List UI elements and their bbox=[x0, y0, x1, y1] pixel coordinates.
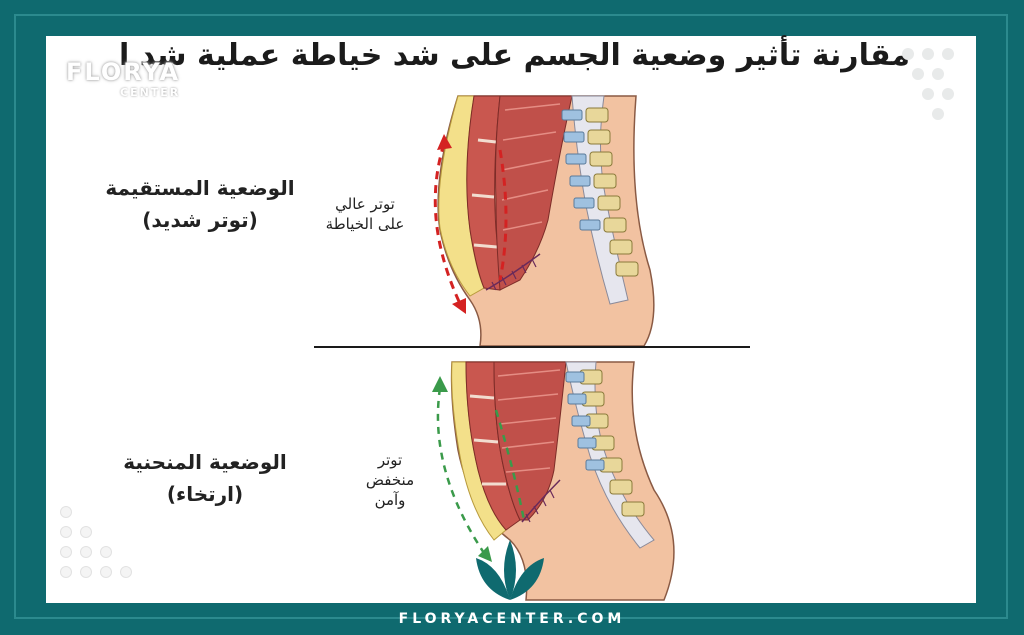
bent-tension-note: توتر منخفض وآمن bbox=[350, 450, 430, 510]
brand-logo: FLORYA bbox=[66, 58, 181, 86]
bent-note-line3: وآمن bbox=[374, 491, 406, 509]
upright-note-line1: توتر عالي bbox=[335, 195, 395, 213]
section-divider bbox=[314, 346, 750, 348]
frame-border bbox=[14, 14, 1008, 619]
upright-posture-label: الوضعية المستقيمة (توتر شديد) bbox=[80, 172, 320, 236]
upright-note-line2: على الخياطة bbox=[325, 215, 405, 233]
bent-note-line1: توتر bbox=[377, 451, 403, 469]
floral-emblem bbox=[476, 540, 544, 600]
bent-note-line2: منخفض bbox=[365, 471, 415, 489]
upright-posture-subtitle: (توتر شديد) bbox=[142, 208, 258, 232]
brand-logo-subtitle: CENTER bbox=[120, 86, 181, 99]
upright-tension-note: توتر عالي على الخياطة bbox=[310, 194, 420, 234]
bent-posture-title: الوضعية المنحنية bbox=[123, 450, 287, 474]
footer-website: FLORYACENTER.COM bbox=[398, 611, 626, 627]
diagram-title: مقارنة تأثير وضعية الجسم على شد خياطة عم… bbox=[120, 38, 910, 73]
bent-torso-illustration bbox=[432, 361, 675, 601]
upright-torso-illustration bbox=[433, 95, 655, 347]
bent-posture-label: الوضعية المنحنية (ارتخاء) bbox=[90, 446, 320, 510]
bent-posture-subtitle: (ارتخاء) bbox=[166, 482, 244, 506]
upright-posture-title: الوضعية المستقيمة bbox=[105, 176, 295, 200]
